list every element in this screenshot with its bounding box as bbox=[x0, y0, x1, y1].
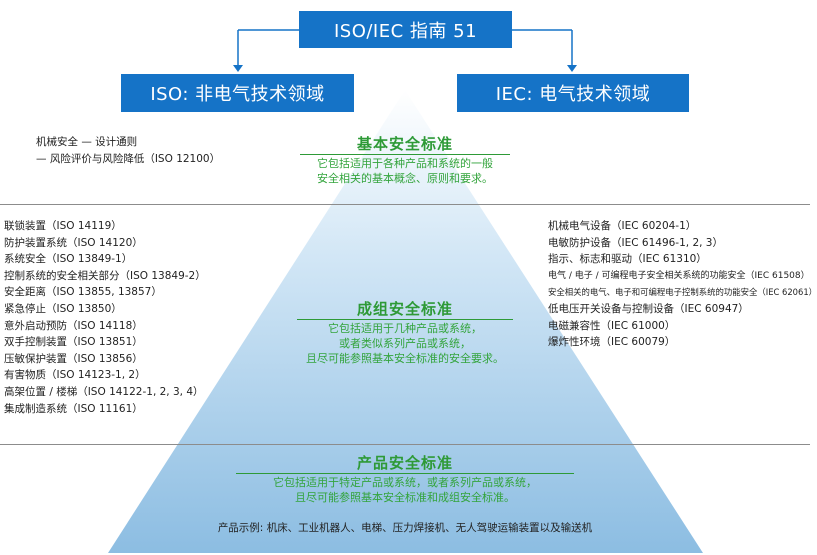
list-item: 机械安全 — 设计通则 bbox=[36, 136, 138, 148]
basic-safety-title: 基本安全标准 bbox=[356, 135, 453, 153]
list-item: 电磁兼容性（IEC 61000） bbox=[548, 319, 676, 332]
list-item: 联锁装置（ISO 14119） bbox=[4, 220, 122, 232]
product-safety-desc: 它包括适用于特定产品或系统，或者系列产品或系统， 且尽可能参照基本安全标准和成组… bbox=[273, 476, 537, 504]
group-right-list: 机械电气设备（IEC 60204-1） 电敏防护设备（IEC 61496-1, … bbox=[548, 218, 817, 351]
list-item: — 风险评价与风险降低（ISO 12100） bbox=[36, 152, 221, 165]
basic-left-list: 机械安全 — 设计通则 — 风险评价与风险降低（ISO 12100） bbox=[36, 134, 220, 167]
product-example: 产品示例: 机床、工业机器人、电梯、压力焊接机、无人驾驶运输装置以及输送机 bbox=[217, 522, 593, 534]
list-item: 有害物质（ISO 14123-1, 2） bbox=[4, 369, 146, 382]
list-item: 爆炸性环境（IEC 60079） bbox=[548, 336, 676, 349]
basic-title-underline bbox=[300, 154, 510, 155]
list-item: 控制系统的安全相关部分（ISO 13849-2） bbox=[4, 269, 206, 282]
arrow-right-icon bbox=[567, 65, 577, 72]
divider-bottom bbox=[0, 444, 810, 445]
list-item: 压敏保护装置（ISO 13856） bbox=[4, 352, 143, 365]
list-item: 机械电气设备（IEC 60204-1） bbox=[548, 220, 697, 232]
connector-lines bbox=[237, 29, 573, 66]
basic-safety-desc: 它包括适用于各种产品和系统的一般 安全相关的基本概念、原则和要求。 bbox=[317, 157, 493, 185]
product-safety-title: 产品安全标准 bbox=[356, 454, 453, 472]
group-safety-desc: 它包括适用于几种产品或系统， 或者类似系列产品或系统， 且尽可能参照基本安全标准… bbox=[306, 322, 504, 365]
group-safety-title: 成组安全标准 bbox=[356, 300, 453, 318]
list-item: 紧急停止（ISO 13850） bbox=[4, 302, 122, 315]
iec-box: IEC: 电气技术领域 bbox=[457, 74, 689, 112]
list-item: 意外启动预防（ISO 14118） bbox=[4, 319, 143, 332]
list-item: 安全相关的电气、电子和可编程电子控制系统的功能安全（IEC 62061） bbox=[548, 287, 817, 298]
list-item: 安全距离（ISO 13855, 13857） bbox=[4, 286, 162, 299]
group-left-list: 联锁装置（ISO 14119） 防护装置系统（ISO 14120） 系统安全（I… bbox=[4, 218, 206, 417]
list-item: 电敏防护设备（IEC 61496-1, 2, 3） bbox=[548, 236, 723, 249]
product-title-underline bbox=[236, 473, 574, 474]
list-item: 集成制造系统（ISO 11161） bbox=[4, 402, 143, 415]
list-item: 指示、标志和驱动（IEC 61310） bbox=[548, 253, 707, 266]
list-item: 双手控制装置（ISO 13851） bbox=[4, 336, 143, 349]
pyramid-shape bbox=[108, 90, 703, 553]
iso-box: ISO: 非电气技术领域 bbox=[121, 74, 354, 112]
arrow-left-icon bbox=[233, 65, 243, 72]
list-item: 电气 / 电子 / 可编程电子安全相关系统的功能安全（IEC 61508） bbox=[548, 270, 810, 281]
list-item: 防护装置系统（ISO 14120） bbox=[4, 236, 143, 249]
divider-top bbox=[0, 204, 810, 205]
list-item: 低电压开关设备与控制设备（IEC 60947） bbox=[548, 302, 749, 315]
list-item: 系统安全（ISO 13849-1） bbox=[4, 253, 133, 266]
iso-iec-guide-51-box: ISO/IEC 指南 51 bbox=[299, 11, 512, 48]
list-item: 高架位置 / 楼梯（ISO 14122-1, 2, 3, 4） bbox=[4, 385, 204, 398]
group-title-underline bbox=[297, 319, 513, 320]
